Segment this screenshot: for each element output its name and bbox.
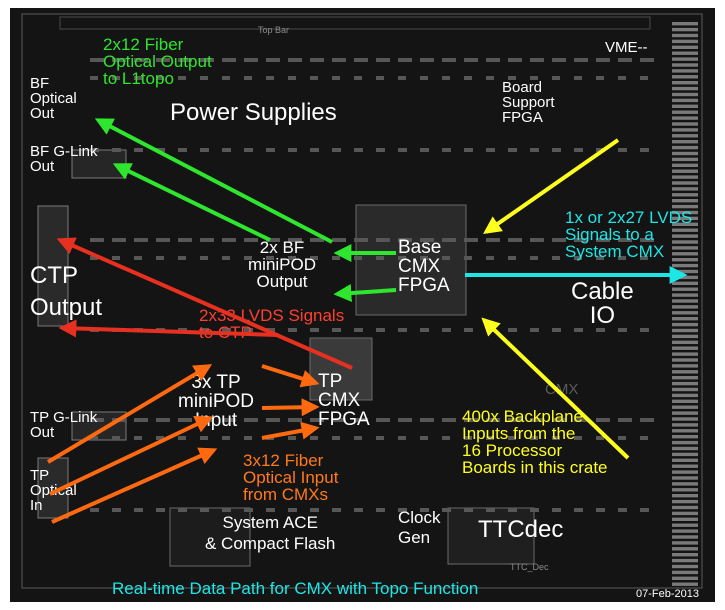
arrow-bf-glink xyxy=(116,165,270,240)
arrow-ctp-1 xyxy=(60,240,352,368)
arrow-optical-in-2 xyxy=(50,418,210,494)
arrow-bf-optical xyxy=(98,120,332,242)
arrow-backplane-in-1 xyxy=(486,140,618,232)
arrow-tp-minipod-2 xyxy=(262,407,316,408)
arrow-tp-minipod-3 xyxy=(262,428,316,438)
arrow-optical-in-3 xyxy=(52,450,214,522)
arrow-tp-minipod-1 xyxy=(262,366,316,383)
arrow-ctp-2 xyxy=(62,328,278,335)
arrow-base-to-minipod-2 xyxy=(337,290,396,294)
arrow-backplane-in-2 xyxy=(484,320,628,458)
arrow-optical-in-1 xyxy=(48,366,209,462)
